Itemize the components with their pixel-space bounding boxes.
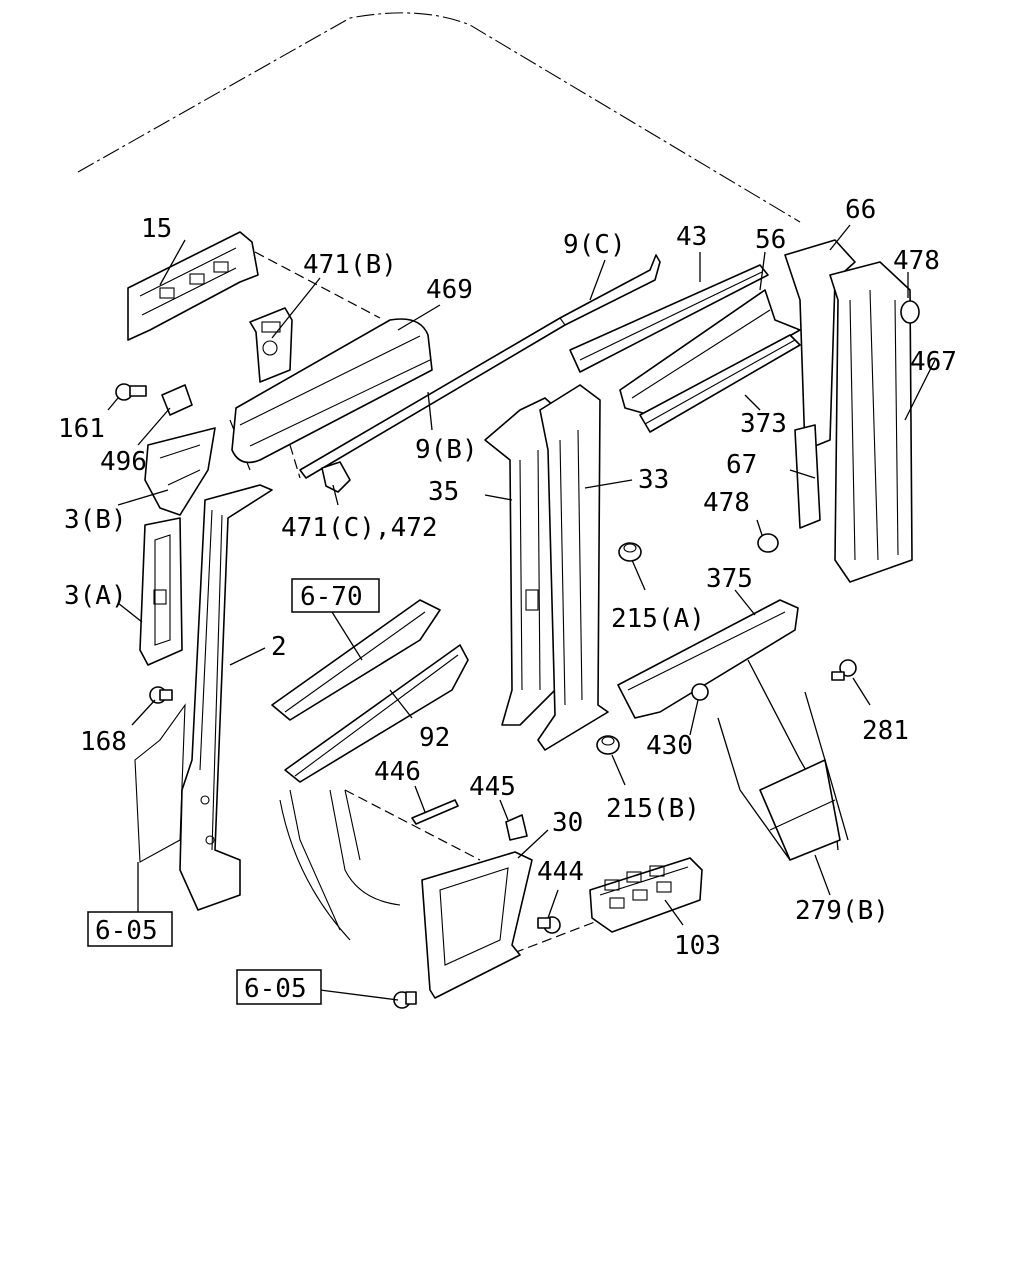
part-478-grommet-upper: [900, 300, 920, 324]
part-375-sill: [617, 599, 799, 719]
part-2-front-pillar: [179, 484, 273, 911]
callout-478-lower: 478: [703, 488, 750, 518]
callout-445: 445: [469, 772, 516, 802]
leader-lines: [107, 224, 936, 1001]
cab-roof-outline: [77, 12, 801, 223]
part-161-bolt: [115, 383, 147, 401]
callout-469: 469: [426, 275, 473, 305]
part-215a-grommet: [618, 542, 642, 562]
ref-box-605-bottom: 6-05: [236, 969, 322, 1005]
callout-281: 281: [862, 716, 909, 746]
part-281-bolt: [831, 659, 857, 681]
ref-label-670: 6-70: [300, 582, 363, 612]
part-168-bolt: [149, 686, 173, 704]
part-215b-grommet: [596, 735, 620, 755]
callout-471b: 471(B): [303, 250, 397, 280]
callout-471c: 471(C),472: [281, 513, 438, 543]
part-30-step-bracket: [421, 851, 533, 999]
callout-215a: 215(A): [611, 604, 705, 634]
part-66-467-rear-pillar: [784, 239, 913, 583]
part-444-bolt: [537, 916, 561, 934]
ref-670-bracket: [271, 599, 441, 721]
part-33-center-pillar: [537, 384, 609, 751]
callout-161: 161: [58, 414, 105, 444]
callout-467: 467: [910, 347, 957, 377]
ref-box-670: 6-70: [291, 578, 380, 613]
callout-430: 430: [646, 731, 693, 761]
callout-478-upper: 478: [893, 246, 940, 276]
callout-56: 56: [755, 225, 786, 255]
part-3b-gusset: [144, 427, 216, 516]
part-430-nut: [691, 683, 709, 701]
callout-215b: 215(B): [606, 794, 700, 824]
part-469-header: [231, 318, 433, 464]
callout-67: 67: [726, 450, 757, 480]
callout-92: 92: [419, 723, 450, 753]
part-bottom-bolt: [393, 991, 417, 1009]
callout-66: 66: [845, 195, 876, 225]
callout-2: 2: [271, 632, 287, 662]
callout-15: 15: [141, 214, 172, 244]
part-496-nut-plate: [161, 384, 193, 416]
callout-103: 103: [674, 931, 721, 961]
part-43-rail: [569, 264, 769, 373]
callout-168: 168: [80, 727, 127, 757]
part-478-grommet-lower: [757, 533, 779, 553]
callout-30: 30: [552, 808, 583, 838]
part-445-clip: [505, 814, 528, 841]
callout-35: 35: [428, 477, 459, 507]
part-373-strip: [639, 334, 801, 433]
part-279b-step-frame: [717, 659, 849, 861]
part-92-rail: [284, 644, 469, 783]
part-471b-bracket: [249, 307, 293, 383]
part-446-pin: [411, 799, 459, 825]
callout-373: 373: [740, 409, 787, 439]
part-9-rail: [299, 254, 661, 479]
callout-9b: 9(B): [415, 435, 478, 465]
ref-box-605-left: 6-05: [87, 911, 173, 947]
part-471c-clip: [321, 461, 351, 493]
part-15-upper-panel: [127, 231, 259, 341]
callout-279b: 279(B): [795, 896, 889, 926]
callout-444: 444: [537, 857, 584, 887]
ref-label-605-bottom: 6-05: [244, 974, 307, 1004]
ref-605-left-outline: [134, 703, 186, 863]
callout-3a: 3(A): [64, 581, 127, 611]
callout-9c: 9(C): [563, 230, 626, 260]
callout-446: 446: [374, 757, 421, 787]
part-56-channel: [619, 289, 801, 416]
ref-label-605-left: 6-05: [95, 916, 158, 946]
callout-43: 43: [676, 222, 707, 252]
part-103-step-pad: [589, 857, 703, 933]
callout-496: 496: [100, 447, 147, 477]
callout-33: 33: [638, 465, 669, 495]
callout-375: 375: [706, 564, 753, 594]
callout-3b: 3(B): [64, 505, 127, 535]
part-3a-trim: [139, 517, 183, 666]
